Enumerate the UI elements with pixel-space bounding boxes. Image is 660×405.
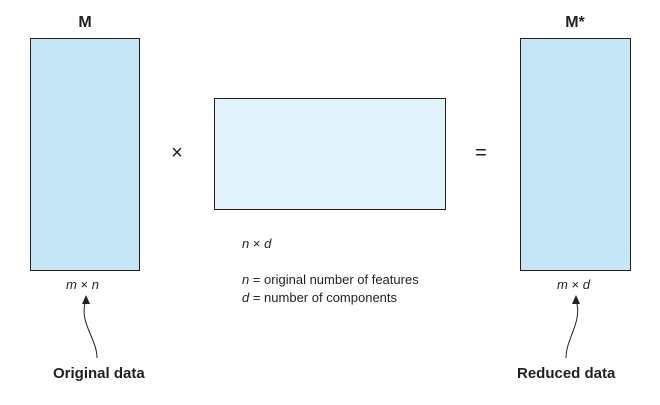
dim-n: n — [242, 236, 250, 251]
middle-matrix-dimensions: n × d — [242, 236, 271, 251]
dim-times: × — [252, 236, 261, 251]
dim-d: d — [264, 236, 272, 251]
legend-n: n = original number of features — [242, 272, 419, 287]
reduced-data-caption: Reduced data — [517, 365, 616, 382]
original-data-caption: Original data — [53, 365, 145, 382]
dim-d: d — [582, 277, 590, 292]
reduced-data-arrowhead — [572, 295, 580, 304]
projection-matrix — [214, 98, 446, 210]
dim-n: n — [91, 277, 99, 292]
legend-text: = number of components — [249, 290, 398, 305]
dim-m: m — [66, 277, 77, 292]
dim-times: × — [571, 277, 580, 292]
equals-operator: = — [475, 142, 487, 164]
dim-m: m — [557, 277, 568, 292]
legend-symbol: n — [242, 272, 250, 287]
reduced-data-matrix — [520, 38, 631, 271]
original-data-arrowhead — [82, 295, 90, 304]
right-matrix-title: M* — [565, 14, 585, 31]
legend-symbol: d — [242, 290, 250, 305]
reduced-data-arrow — [565, 299, 579, 359]
original-data-matrix — [30, 38, 140, 271]
multiply-operator: × — [171, 142, 183, 164]
original-data-arrow — [83, 299, 98, 359]
legend-d: d = number of components — [242, 290, 397, 305]
legend-text: = original number of features — [249, 272, 419, 287]
right-matrix-dimensions: m × d — [557, 277, 590, 292]
left-matrix-title: M — [78, 14, 92, 31]
left-matrix-dimensions: m × n — [66, 277, 99, 292]
dim-times: × — [80, 277, 89, 292]
